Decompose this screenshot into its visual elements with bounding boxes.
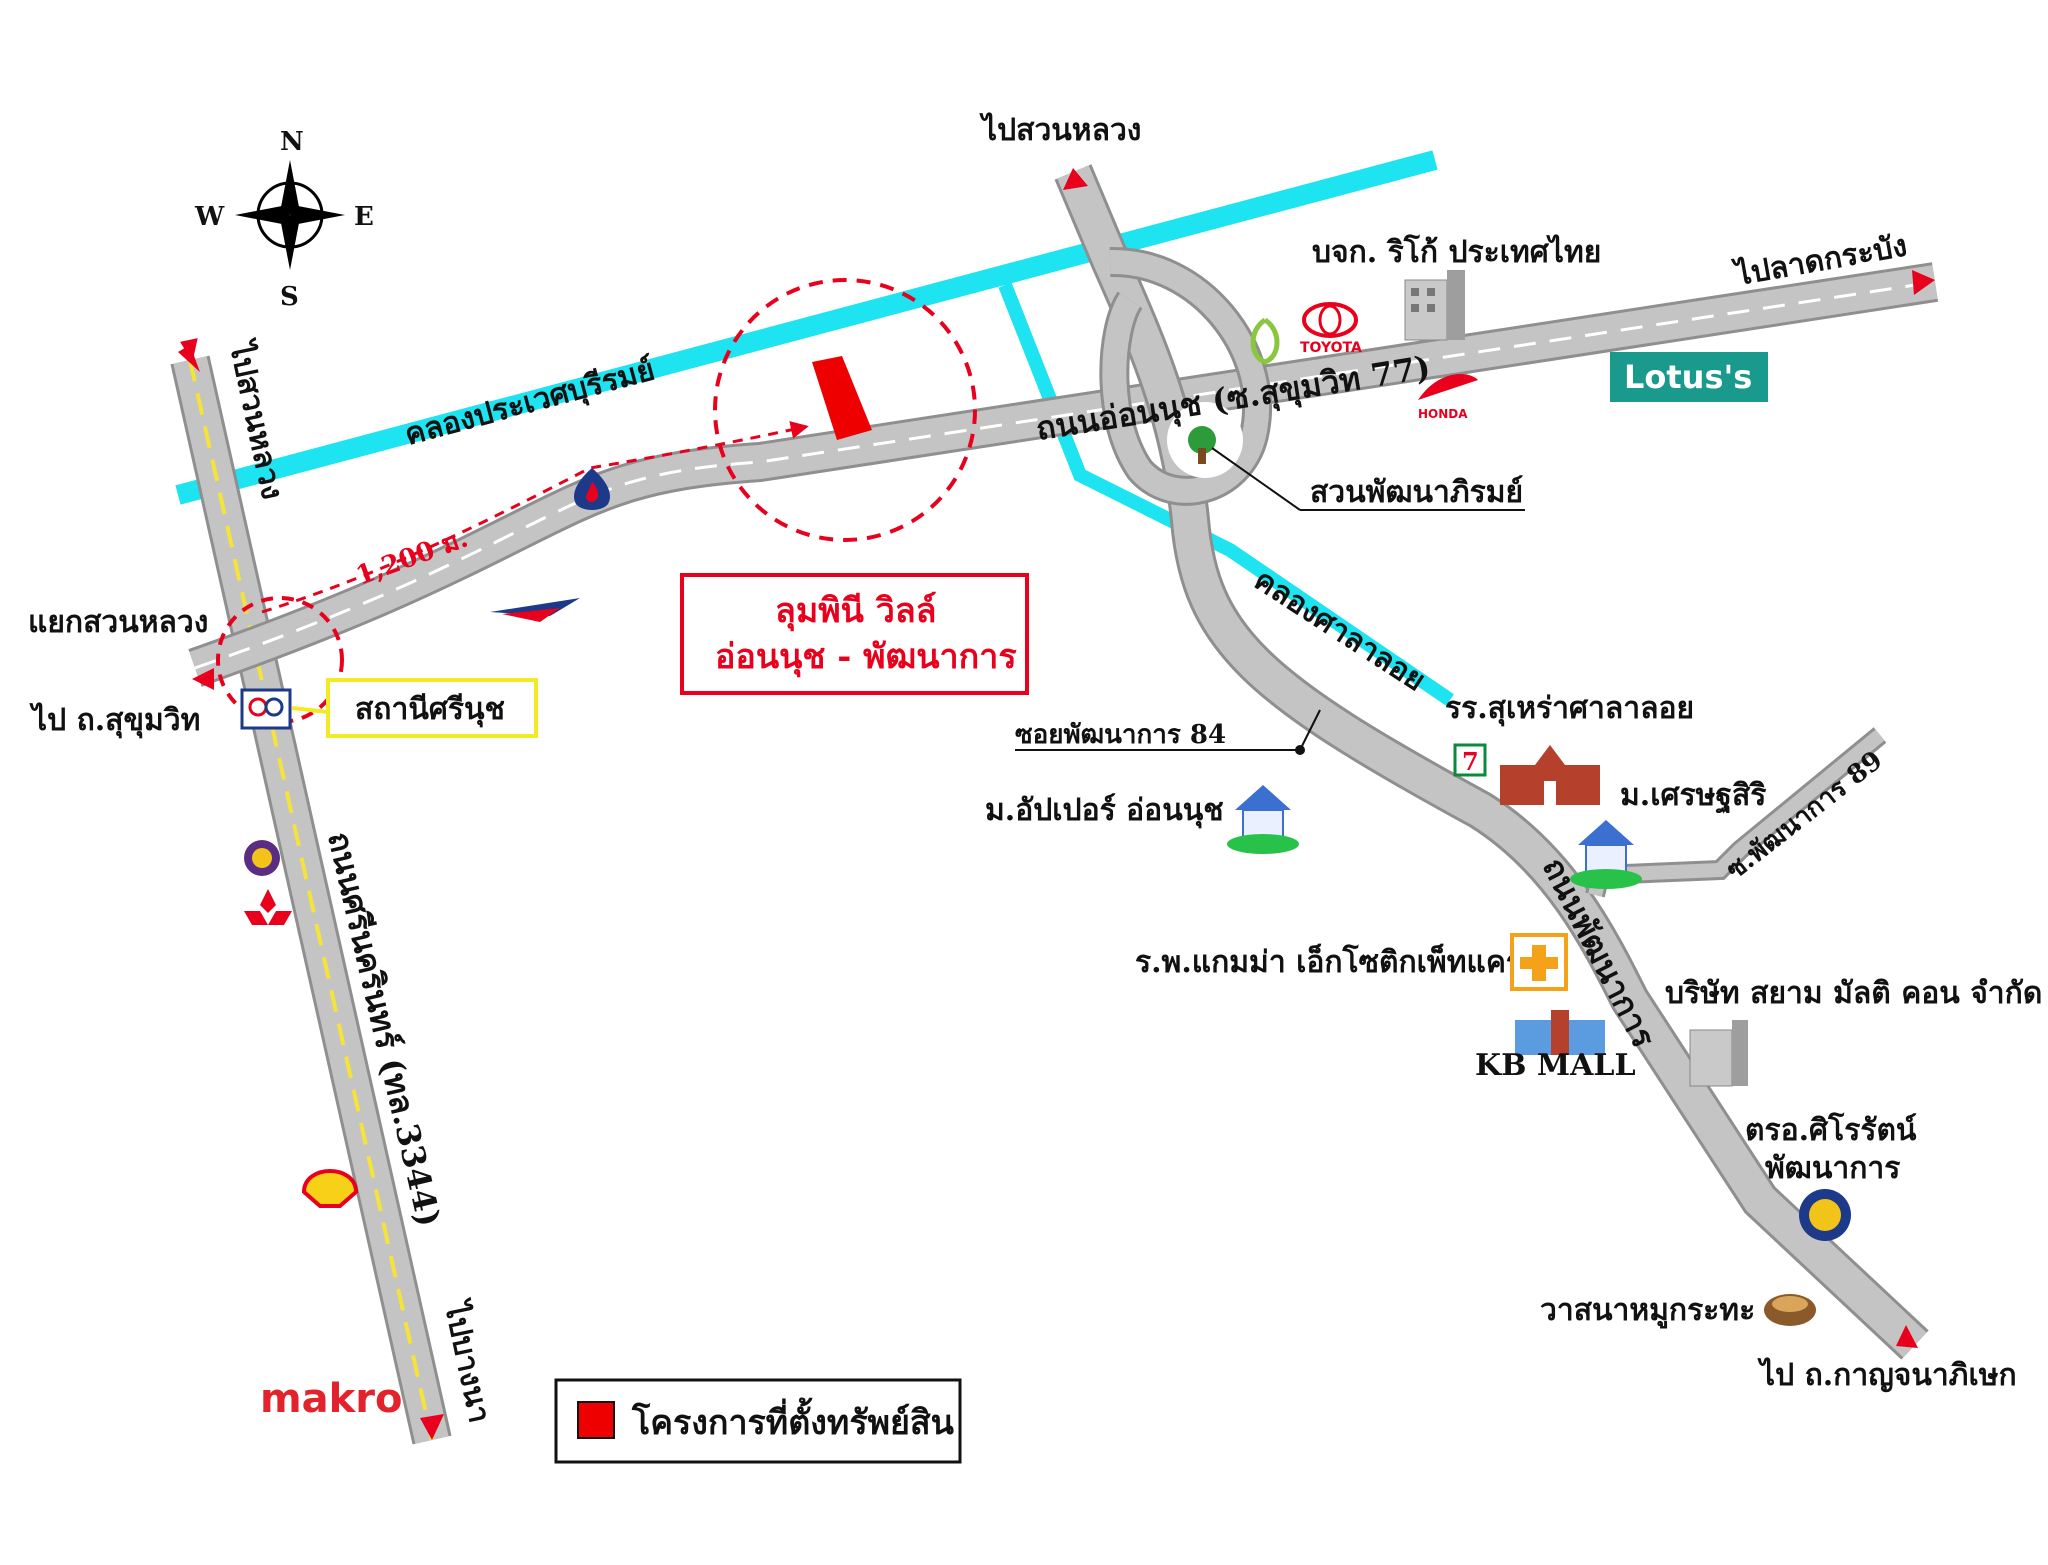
petrol-station-icon [573, 468, 611, 510]
direction-arrows [178, 168, 1935, 1440]
place-hospital: ร.พ.แกมม่า เอ็กโซติกเพ็ทแคร์ [1135, 943, 1522, 980]
bank-logo [244, 840, 280, 876]
canal-prawet-label: คลองประเวศบุรีรมย์ [401, 352, 659, 453]
school-icon [1500, 745, 1600, 805]
svg-text:Lotus's: Lotus's [1624, 358, 1752, 396]
shell-logo [301, 1169, 359, 1208]
mitsubishi-logo [244, 889, 292, 925]
mall-icon [1515, 1010, 1605, 1055]
seven-eleven-icon: 7 [1453, 743, 1487, 777]
place-school: รร.สุเหร่าศาลาลอย [1445, 691, 1694, 727]
hospital-icon [1510, 933, 1568, 991]
compass-e: E [354, 202, 374, 232]
road-soi-89-label: ซ.พัฒนาการ 89 [1721, 745, 1889, 885]
place-ricoh: บจก. ริโก้ ประเทศไทย [1312, 233, 1601, 270]
project-name-line2: อ่อนนุช - พัฒนาการ [715, 637, 1017, 678]
legend-label: โครงการที่ตั้งทรัพย์สิน [631, 1397, 954, 1443]
station-box [326, 678, 538, 738]
project-name-line1: ลุมพินี วิลล์ [775, 591, 937, 632]
canal-prawet [175, 150, 1454, 706]
lotus-logo: Lotus's [1610, 352, 1768, 402]
svg-text:TOYOTA: TOYOTA [1300, 340, 1362, 356]
road-soi-84-label: ซอยพัฒนาการ 84 [1015, 720, 1226, 750]
place-village-upper: ม.อัปเปอร์ อ่อนนุช [985, 793, 1224, 829]
thai-airways-logo [490, 598, 580, 622]
compass-s: S [280, 282, 299, 312]
dir-suan-luang-top: ไปสวนหลวง [979, 112, 1141, 148]
ptt-logo [1250, 317, 1280, 365]
house-icon [1227, 785, 1299, 854]
intersection-circle [216, 596, 344, 724]
compass-w: W [194, 202, 225, 232]
project-callout [680, 573, 1029, 695]
svg-text:7: 7 [1462, 747, 1479, 776]
legend-swatch [577, 1401, 615, 1439]
svg-text:HONDA: HONDA [1418, 407, 1468, 421]
place-kb-mall: KB MALL [1475, 1048, 1636, 1083]
place-police-1: ตรอ.ศิโรรัตน์ [1745, 1111, 1917, 1148]
place-restaurant: วาสนาหมูกระทะ [1540, 1293, 1755, 1329]
place-park: สวนพัฒนาภิรมย์ [1310, 475, 1523, 510]
place-station: สถานีศรีนุช [355, 692, 505, 728]
road-onnut [188, 262, 1939, 687]
makro-logo: makro [260, 1376, 402, 1422]
project-marker[interactable] [812, 356, 872, 440]
dir-sukhumvit: ไป ถ.สุขุมวิท [29, 702, 200, 739]
building-icon [1404, 270, 1465, 341]
company-building-icon [1689, 1020, 1748, 1087]
dir-bang-na: ไปบางนา [437, 1296, 498, 1426]
place-police-2: พัฒนาการ [1765, 1151, 1900, 1186]
toyota-logo: TOYOTA [1300, 302, 1362, 356]
compass-n: N [280, 127, 304, 157]
road-phatthanakan [1054, 164, 1929, 1360]
park-icon [1188, 426, 1216, 464]
road-srinakarin [170, 355, 452, 1445]
legend-box [554, 1378, 962, 1464]
compass-icon: N S E W [194, 127, 374, 312]
soi-84-leader [1015, 709, 1321, 755]
hotpot-icon [1764, 1294, 1816, 1326]
place-company: บริษัท สยาม มัลติ คอน จำกัด [1665, 976, 2042, 1011]
dir-kanchanaphisek: ไป ถ.กาญจนาภิเษก [1757, 1357, 2017, 1393]
place-village-settha: ม.เศรษฐสิริ [1620, 778, 1766, 815]
honda-logo: HONDA [1418, 374, 1478, 421]
station-icon [240, 688, 292, 730]
project-radius-circle [713, 278, 977, 542]
house-icon-2 [1570, 820, 1642, 889]
place-intersection: แยกสวนหลวง [28, 605, 208, 640]
police-badge-icon [1799, 1189, 1851, 1241]
